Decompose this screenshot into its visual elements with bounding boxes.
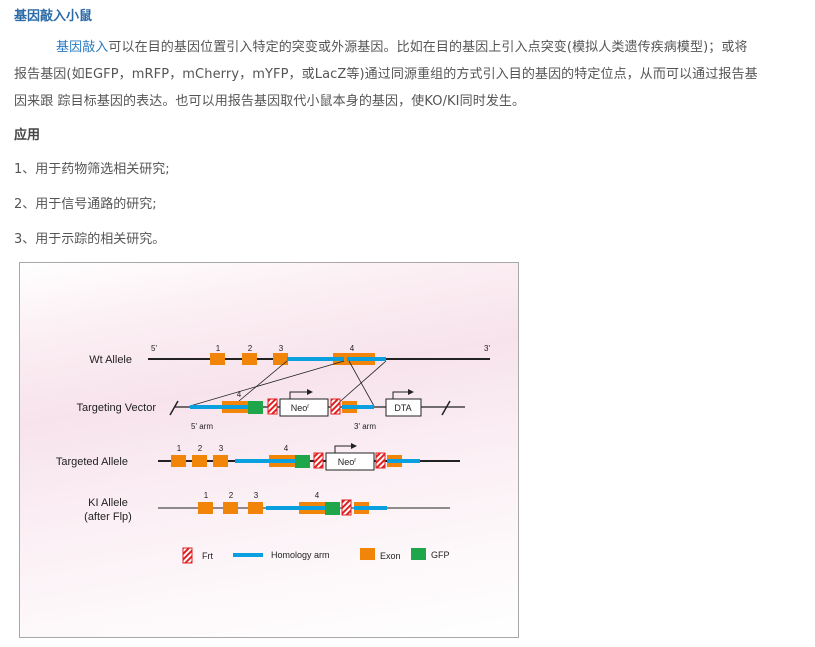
targeted-exon-2 [192,455,207,467]
legend-homology-arm-label: Homology arm [271,550,330,560]
vector-gfp [248,401,263,414]
targeted-allele-label: Targeted Allele [56,456,128,468]
wt-exon-3 [273,353,288,365]
targeted-frt-2 [375,452,386,469]
paragraph-line-3: 因来跟 踪目标基因的表达。也可以用报告基因取代小鼠本身的基因，使KO/KI同时发… [14,94,526,109]
targeted-neo-promoter-arrow-icon [334,443,357,453]
targeted-exon-1 [171,455,186,467]
targeted-exon-label-1: 1 [177,444,182,453]
paragraph-text: 可以在目的基因位置引入特定的突变或外源基因。比如在目的基因上引入点突变(模拟人类… [108,40,748,55]
page-title: 基因敲入小鼠 [14,9,93,24]
targeted-frt-1 [313,452,324,469]
ki-exon-2 [223,502,238,514]
vector-3-arm-label: 3' arm [354,422,376,431]
vector-break-right [441,400,451,416]
targeted-gfp [295,455,310,468]
targeted-exon-label-3: 3 [219,444,224,453]
wt-exon-label-1: 1 [216,344,221,353]
wt-exon-2 [242,353,257,365]
application-item: 1、用于药物筛选相关研究; [14,162,170,177]
knockin-strategy-figure: Wt Allele 5' 3' 1 2 3 4 Targeting Vector… [19,262,519,638]
ki-exon-label-3: 3 [254,491,259,500]
gene-knockin-link[interactable]: 基因敲入 [56,40,109,55]
wt-exon-label-2: 2 [248,344,253,353]
intro-paragraph: 基因敲入可以在目的基因位置引入特定的突变或外源基因。比如在目的基因上引入点突变(… [14,34,810,115]
vector-dta-label: DTA [394,403,411,413]
paragraph-line-1: 基因敲入可以在目的基因位置引入特定的突变或外源基因。比如在目的基因上引入点突变(… [14,34,810,61]
vector-dta-cassette [385,398,422,417]
legend-exon-swatch [360,548,375,560]
vector-frt-1 [267,398,278,415]
wt-exon-1 [210,353,225,365]
vector-neo-label: Neor [291,403,310,413]
ki-exon-3 [248,502,263,514]
targeted-exon-label-4: 4 [284,444,289,453]
figure-legend: Frt Homology arm Exon GFP [182,547,450,564]
ki-allele-sublabel: (after Flp) [84,511,132,523]
ki-gfp [325,502,340,515]
recombination-crossover-lines [189,360,387,407]
ki-exon-label-2: 2 [229,491,234,500]
targeted-neo-cassette [325,452,375,471]
wt-exon-label-3: 3 [279,344,284,353]
vector-neo-cassette [279,398,329,417]
ki-exon-label-4: 4 [315,491,320,500]
wt-3prime-label: 3' [484,344,490,353]
ki-exon-label-1: 1 [204,491,209,500]
ki-frt [341,499,352,516]
application-item: 3、用于示踪的相关研究。 [14,232,166,247]
legend-gfp-label: GFP [431,550,450,560]
wt-5prime-label: 5' [151,344,157,353]
figure-canvas: Wt Allele 5' 3' 1 2 3 4 Targeting Vector… [56,344,490,564]
targeting-vector-label: Targeting Vector [77,402,157,414]
legend-frt-label: Frt [202,551,213,561]
targeted-neo-label: Neor [338,457,357,467]
legend-gfp-swatch [411,548,426,560]
application-item: 2、用于信号通路的研究; [14,197,157,212]
dta-promoter-arrow-icon [392,389,414,399]
targeted-exon-label-2: 2 [198,444,203,453]
ki-exon-1 [198,502,213,514]
vector-frt-2 [330,398,341,415]
legend-exon-label: Exon [380,551,401,561]
ki-allele-label: KI Allele [88,497,128,509]
wt-exon-label-4: 4 [350,344,355,353]
targeted-exon-3 [213,455,228,467]
neo-promoter-arrow-icon [289,389,313,399]
vector-5-arm-label: 5' arm [191,422,213,431]
legend-frt-swatch [182,547,193,564]
paragraph-line-2: 报告基因(如EGFP，mRFP，mCherry，mYFP，或LacZ等)通过同源… [14,67,758,82]
vector-break-left [169,400,179,416]
wt-allele-label: Wt Allele [89,354,132,366]
vector-exon-label-4: 4 [237,390,242,399]
section-heading-applications: 应用 [14,128,41,143]
